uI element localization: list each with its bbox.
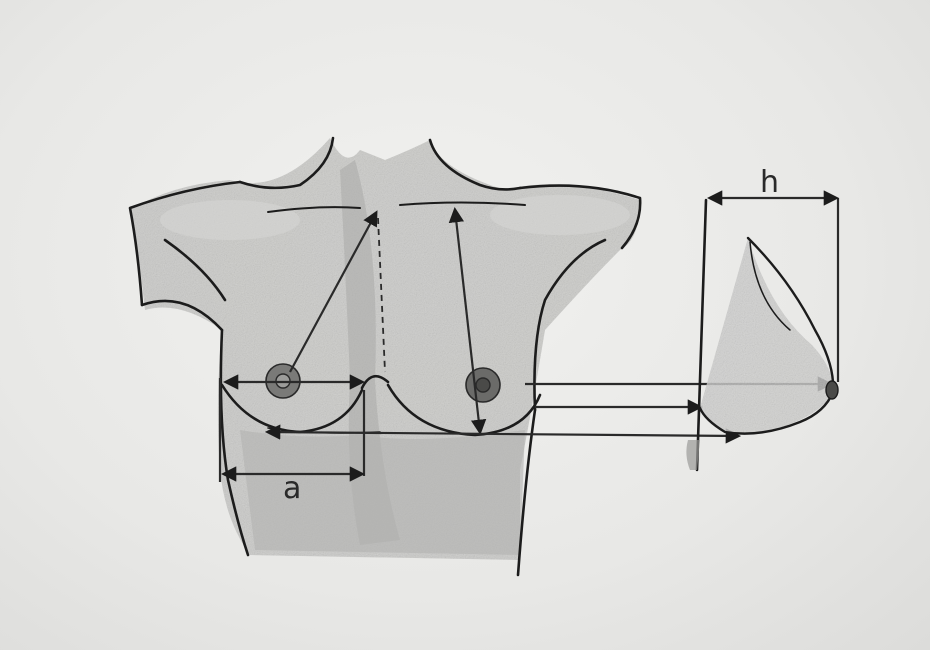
breast-side-profile: [686, 198, 838, 470]
profile-nipple: [826, 381, 838, 399]
right-areola: [466, 368, 500, 402]
width-label-a: a: [283, 471, 301, 506]
torso-shading: [130, 138, 640, 560]
projection-label-h: h: [760, 165, 779, 200]
